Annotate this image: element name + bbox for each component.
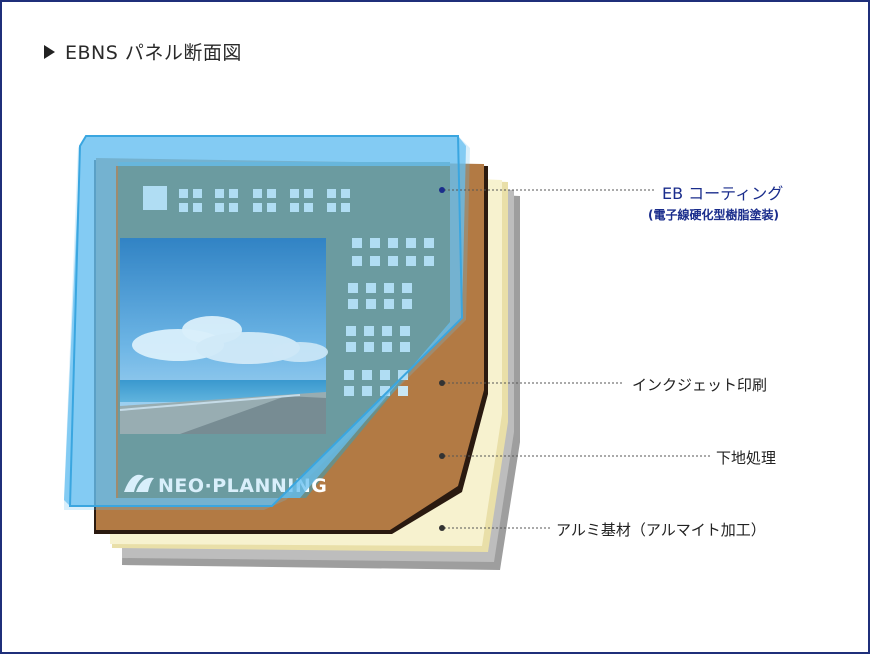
marker-dot [439,380,445,386]
marker-dot [439,453,445,459]
layer-label-primer: 下地処理 [716,449,777,467]
layer-sublabel-coating: (電子線硬化型樹脂塗装) [648,208,779,222]
square-pattern [179,189,434,396]
marker-dot [439,187,445,193]
seaside-photo [119,238,328,434]
layer-label-coating: EB コーティング [662,184,784,203]
page-title: EBNS パネル断面図 [44,38,242,65]
neo-planning-logo: NEO·PLANNING [124,474,327,497]
page-title-text: EBNS パネル断面図 [65,42,242,64]
triangle-bullet-icon [44,44,55,59]
layer-label-print: インクジェット印刷 [632,376,768,394]
eb-coating-layer [64,135,470,510]
logo-text: NEO·PLANNING [158,475,327,497]
marker-dot [439,525,445,531]
layer-label-aluminum: アルミ基材（アルマイト加工） [556,521,766,539]
